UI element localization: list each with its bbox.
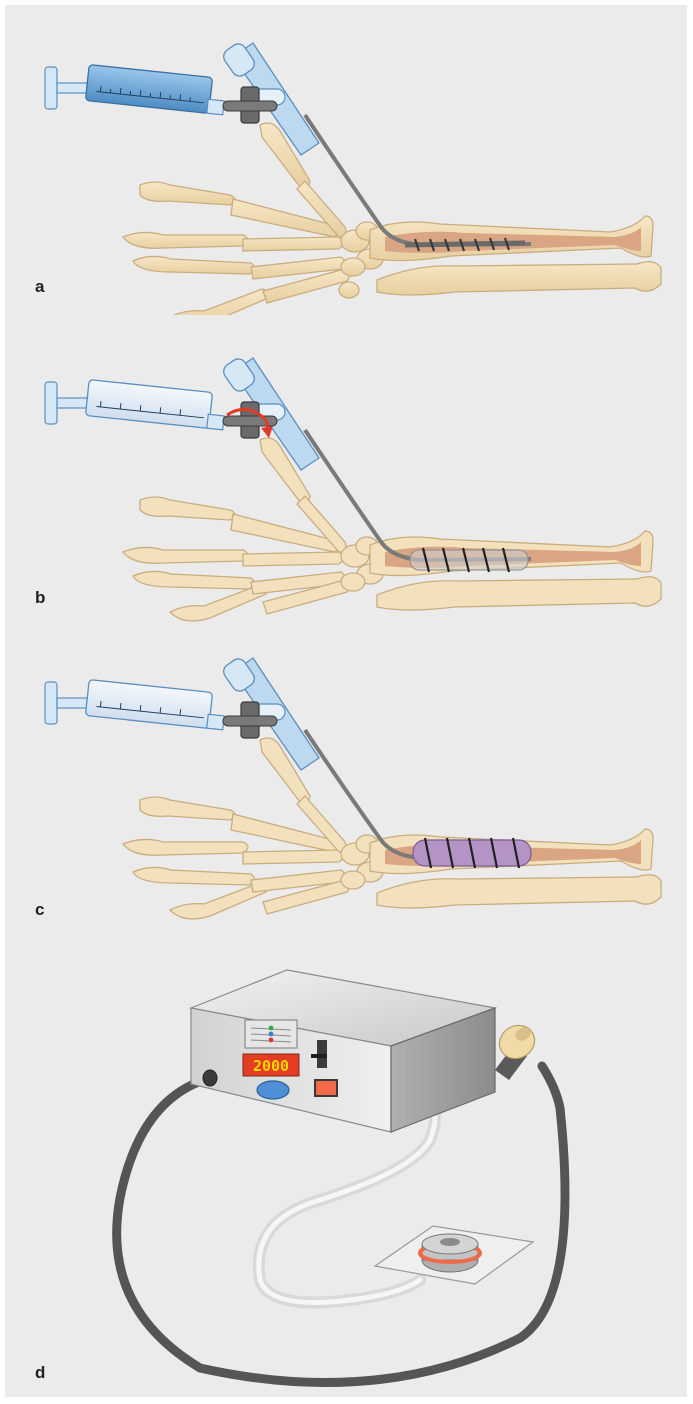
pressure-display: 2000: [243, 1054, 299, 1076]
panel-b: b: [5, 320, 687, 625]
hand-bones: [123, 123, 383, 315]
panel-c-illustration: [5, 630, 687, 935]
hand-bones: [123, 438, 383, 621]
rotation-arrowhead-icon: [261, 426, 273, 438]
syringe-icon: [45, 380, 224, 430]
partially-inflated-balloon: [410, 548, 528, 572]
indicator-light-blue: [269, 1032, 274, 1037]
pressure-knob[interactable]: [257, 1081, 289, 1099]
panel-label-d: d: [35, 1363, 45, 1383]
hand-bones: [123, 738, 383, 919]
indicator-light-red: [269, 1038, 274, 1043]
pressure-display-value: 2000: [253, 1057, 289, 1075]
cable-port: [203, 1070, 217, 1086]
panel-d-illustration: 2000: [5, 940, 687, 1397]
syringe-icon: [45, 65, 224, 115]
panel-b-illustration: [5, 320, 687, 625]
inflated-balloon: [413, 838, 531, 868]
panel-label-b: b: [35, 588, 45, 608]
pressure-pad: [375, 1226, 533, 1284]
figure: a: [5, 5, 687, 1397]
connector-plug: [493, 1019, 540, 1080]
panel-a: a: [5, 5, 687, 315]
panel-d: 2000 d: [5, 940, 687, 1397]
panel-label-a: a: [35, 277, 44, 297]
indicator-light-green: [269, 1026, 274, 1031]
control-panel: [245, 1020, 297, 1048]
power-button[interactable]: [315, 1080, 337, 1096]
syringe-icon: [45, 680, 224, 730]
panel-a-illustration: [5, 5, 687, 315]
panel-c: c: [5, 630, 687, 935]
pump-unit: [191, 970, 495, 1132]
forearm-bones: [370, 216, 661, 295]
panel-label-c: c: [35, 900, 44, 920]
